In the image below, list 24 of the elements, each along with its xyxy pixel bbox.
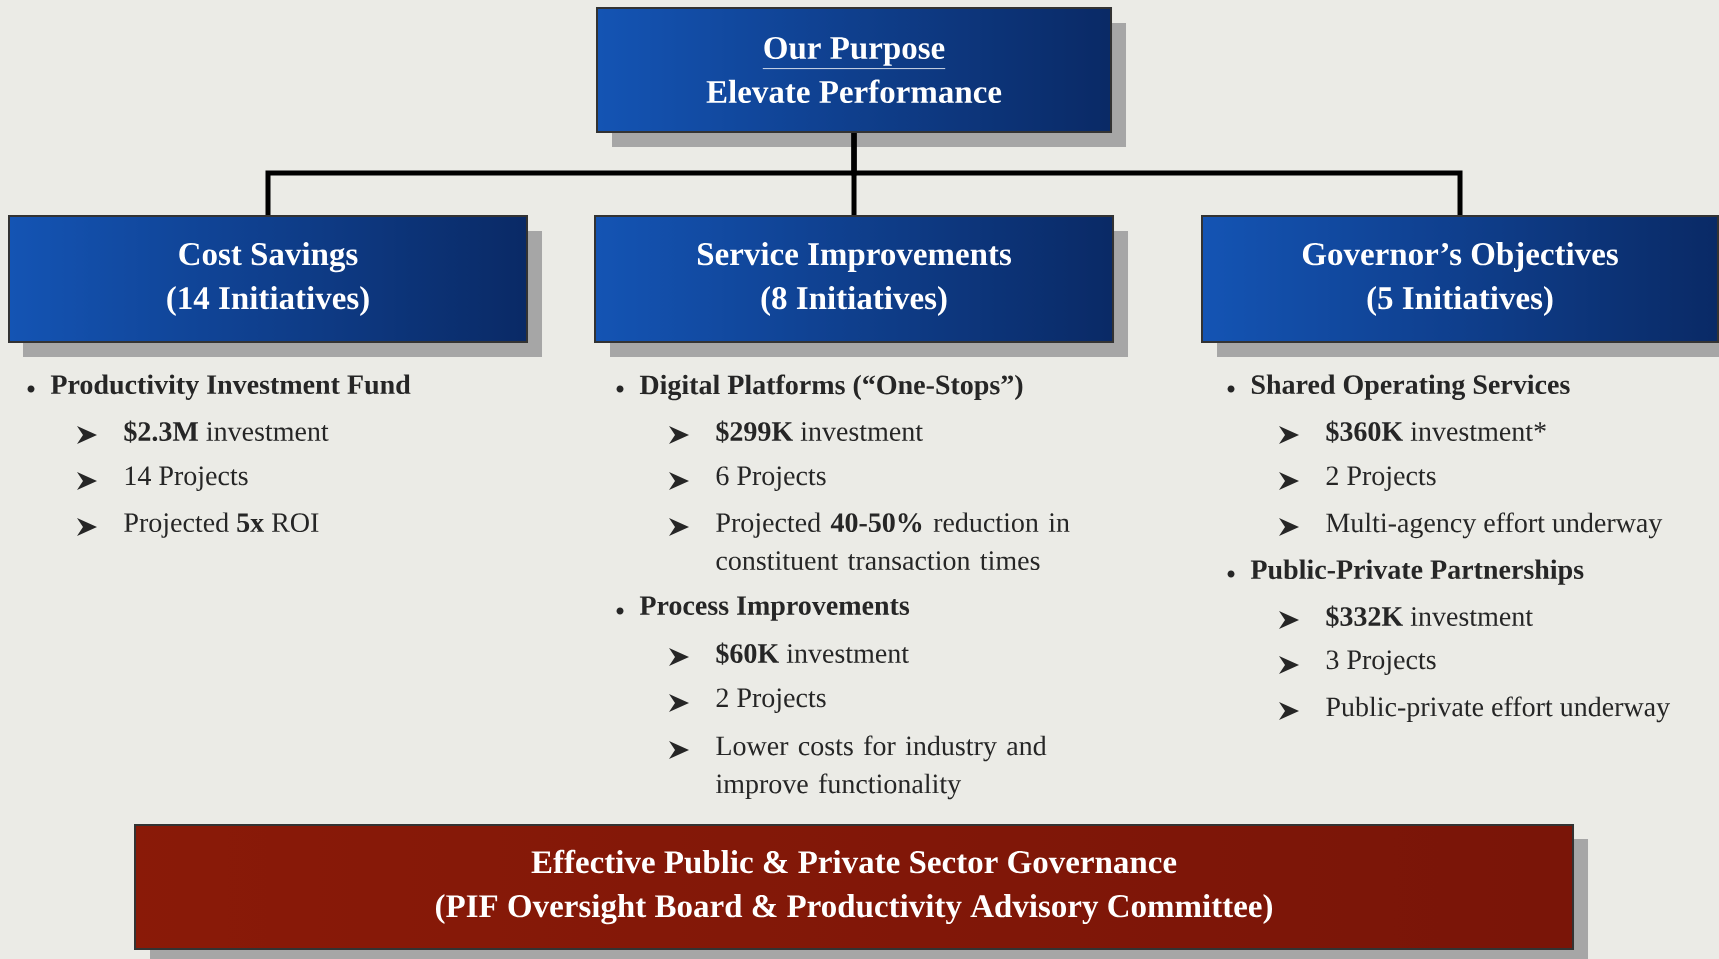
- list-item: 14 Projects: [125, 466, 248, 491]
- title-box: Our Purpose Elevate Performance: [596, 7, 1126, 147]
- list-item: 2 Projects: [1326, 466, 1436, 491]
- list-item: 6 Projects: [716, 466, 826, 491]
- list-item: $360K investment*: [1326, 420, 1546, 443]
- list-item: $332K investment: [1326, 605, 1533, 628]
- category-box: Governor’s Objectives (5 Initiatives): [1201, 215, 1719, 357]
- list-item: Process Improvements: [639, 596, 910, 621]
- category-box: Service Improvements (8 Initiatives): [594, 215, 1128, 357]
- list-item: Multi-agency effort underway: [1326, 512, 1663, 539]
- list-item: 3 Projects: [1326, 650, 1436, 675]
- list-item: Projected 40-50% reduction in constituent transaction times: [716, 512, 1070, 571]
- list-item: Public-Private Partnerships: [1250, 559, 1584, 585]
- list-item: Public-private effort underway: [1326, 696, 1670, 723]
- list-item: Projected 5x ROI: [124, 512, 319, 538]
- category-box: Cost Savings (14 Initiatives): [8, 215, 542, 357]
- list-item: $299K investment: [716, 420, 923, 443]
- list-item: Lower costs for industry and improve functionality: [716, 735, 1047, 800]
- governance-banner: Effective Public & Private Sector Governance (PIF Oversight Board & Productivity Advisory Committee): [134, 824, 1588, 959]
- list-item: Digital Platforms (“One-Stops”): [639, 374, 1023, 401]
- list-item: 2 Projects: [716, 688, 826, 713]
- connector-line: [851, 133, 1463, 215]
- list-item: $60K investment: [716, 642, 909, 665]
- list-item: $2.3M investment: [124, 420, 329, 443]
